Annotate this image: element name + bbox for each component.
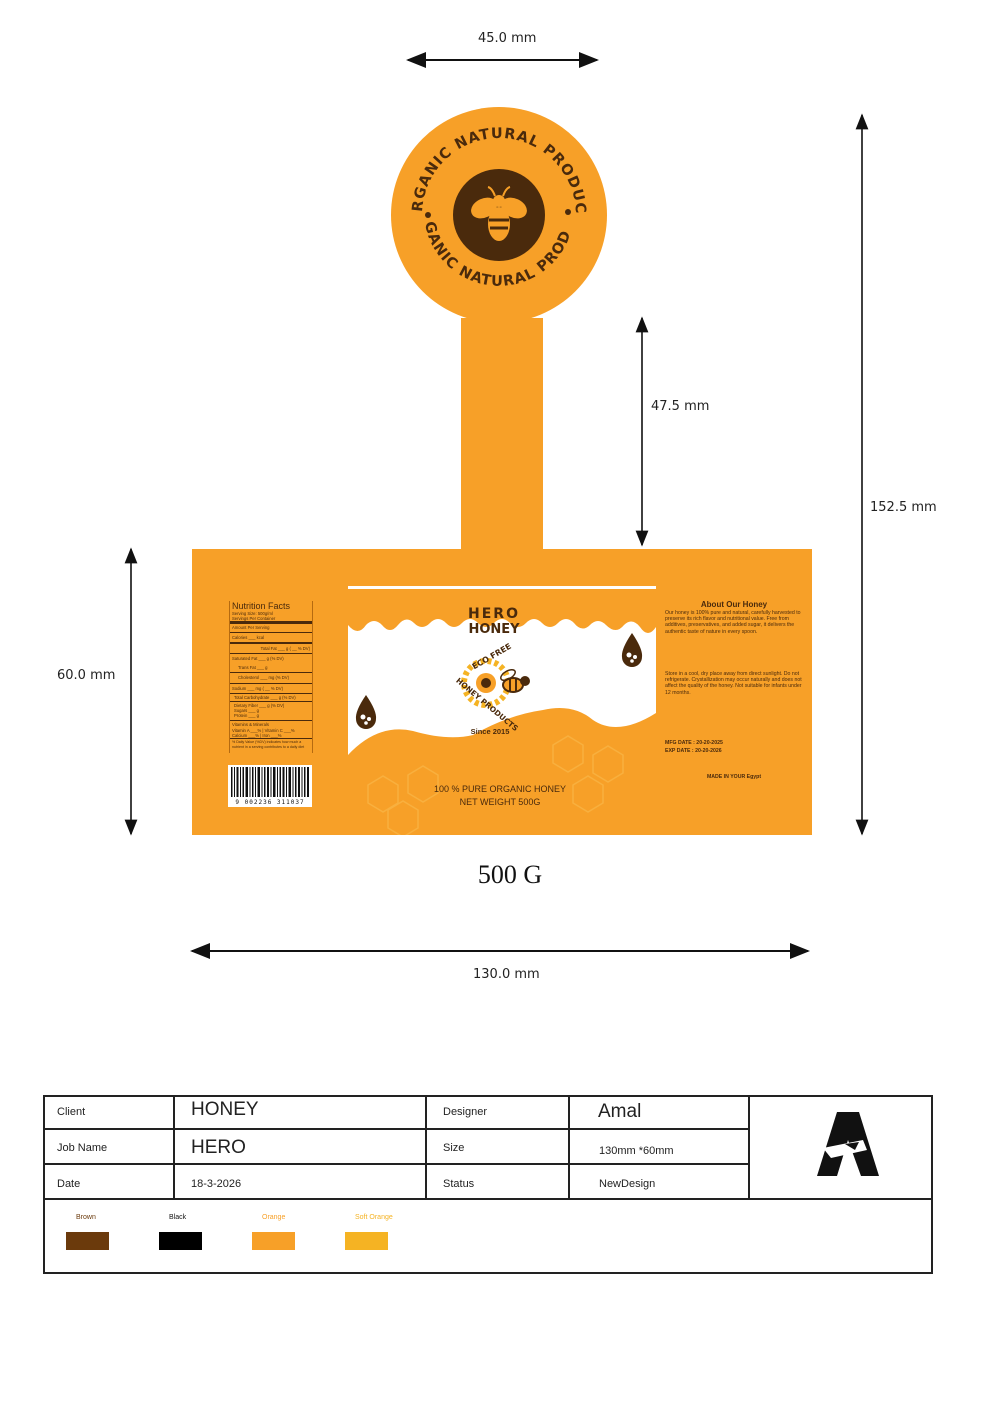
- tb-line-2: [43, 1163, 749, 1165]
- exp-date: EXP DATE : 20-20-2026: [665, 748, 722, 754]
- mfg-date: MFG DATE : 20-20-2025: [665, 740, 723, 746]
- dim-label-height: 60.0 mm: [57, 668, 116, 683]
- dimension-lines: [124, 52, 869, 959]
- tb-vline-2: [425, 1095, 427, 1199]
- center-top-stripe: [348, 586, 656, 589]
- flower-bee-icon: [461, 658, 530, 708]
- nutrition-saturated: Saturated Fat ___ g (% DV): [232, 656, 284, 662]
- nutrition-vitamin-line1: Vitamin A ___% | Vitamin C ___%: [232, 727, 295, 733]
- tb-line-1: [43, 1128, 749, 1130]
- nutrition-sodium: Sodium ___ mg ( __ % DV): [230, 684, 312, 694]
- barcode-bars: [231, 767, 309, 797]
- dim-total-height: 152.5 mm: [870, 500, 937, 515]
- client-label: Client: [57, 1106, 86, 1118]
- center-panel: [348, 595, 656, 835]
- status-value: NewDesign: [599, 1178, 656, 1190]
- nutrition-protein: Protein ___ g: [230, 713, 312, 721]
- swatch-label: Black: [169, 1214, 187, 1221]
- swatch-color: [345, 1232, 388, 1250]
- nutrition-fiber: Dietary Fiber ___ g (% DV): [234, 703, 285, 709]
- size-label: Size: [443, 1142, 465, 1154]
- client-value: HONEY: [191, 1099, 259, 1120]
- nutrition-sugars: Sugars ___ g: [234, 708, 259, 714]
- nutrition-amount: Amount Per Serving: [230, 624, 312, 633]
- honey-drop-icon-left: [355, 695, 377, 729]
- dim-top-width: 45.0 mm: [478, 31, 537, 46]
- barcode-digits: 9 002236 311037: [235, 799, 305, 806]
- dim-neck-height: 47.5 mm: [651, 399, 710, 414]
- nutrition-carbs: Total Carbohydrate ___ g (% DV): [230, 694, 312, 703]
- nutrition-calories: Calories ___ kcal: [230, 633, 312, 644]
- tag-neck: [461, 318, 543, 554]
- nutrition-cholesterol: Cholesterol ___ mg (% DV): [230, 673, 312, 684]
- swatch-color: [159, 1232, 202, 1250]
- swatch-label: Brown: [76, 1214, 96, 1221]
- weight-caption: 500 G: [477, 860, 543, 889]
- made-in: MADE IN YOUR Egypt: [706, 774, 762, 780]
- net-weight-text: NET WEIGHT 500G: [459, 797, 541, 807]
- brand-name-line2: HONEY: [468, 622, 520, 637]
- date-label: Date: [57, 1178, 81, 1190]
- nutrition-trans: Trans Fat ___ g: [230, 663, 312, 674]
- swatch-color: [66, 1232, 109, 1250]
- brand-name-line1: HERO: [468, 606, 520, 622]
- nutrition-title: Nutrition Facts: [232, 601, 291, 611]
- date-value: 18-3-2026: [191, 1178, 242, 1190]
- title-block: [43, 1095, 933, 1274]
- job-value: HERO: [191, 1137, 246, 1158]
- about-storage: Store in a cool, dry place away from dir…: [665, 671, 802, 696]
- swatch-label: Soft Orange: [355, 1214, 393, 1221]
- swatch-label: Orange: [262, 1214, 286, 1221]
- pure-honey-text: 100 % PURE ORGANIC HONEY: [433, 784, 567, 794]
- job-label: Job Name: [57, 1142, 108, 1154]
- nutrition-servings: Servings Per Container: [230, 616, 312, 625]
- tb-vline-1: [173, 1095, 175, 1199]
- tb-line-3: [43, 1198, 933, 1200]
- since-text: Since 2015: [470, 727, 510, 736]
- nutrition-serving-size: Serving Size: 500g/ml: [232, 611, 273, 616]
- nutrition-vitamin-line2: Calcium ___% | Iron ___%: [230, 733, 312, 740]
- status-label: Status: [443, 1178, 475, 1190]
- nutrition-total-fat: Total Fat ___ g ( __ % DV): [230, 644, 312, 655]
- about-body: Our honey is 100% pure and natural, care…: [665, 610, 801, 635]
- dim-label-width: 130.0 mm: [473, 967, 540, 982]
- nutrition-footnote: % Daily Value (%DV) indicates how much a…: [232, 740, 305, 749]
- nutrition-vitamins: Vitamins & Minerals: [232, 721, 269, 727]
- bee-icon: [471, 186, 527, 241]
- about-title: About Our Honey: [700, 600, 768, 609]
- swatch-color: [252, 1232, 295, 1250]
- tb-vline-3: [568, 1095, 570, 1199]
- honey-drop-icon-right: [621, 633, 643, 667]
- barcode: 9 002236 311037: [228, 765, 312, 807]
- designer-value: Amal: [598, 1101, 642, 1122]
- designer-logo: [817, 1112, 879, 1176]
- designer-label: Designer: [443, 1106, 488, 1118]
- tb-vline-4: [748, 1095, 750, 1199]
- nutrition-panel: Nutrition Facts Serving Size: 500g/ml Se…: [229, 601, 313, 753]
- size-value: 130mm *60mm: [599, 1145, 674, 1157]
- tag-circle: ORGANIC NATURAL PRODUCT ORGANIC NATURAL …: [388, 104, 607, 323]
